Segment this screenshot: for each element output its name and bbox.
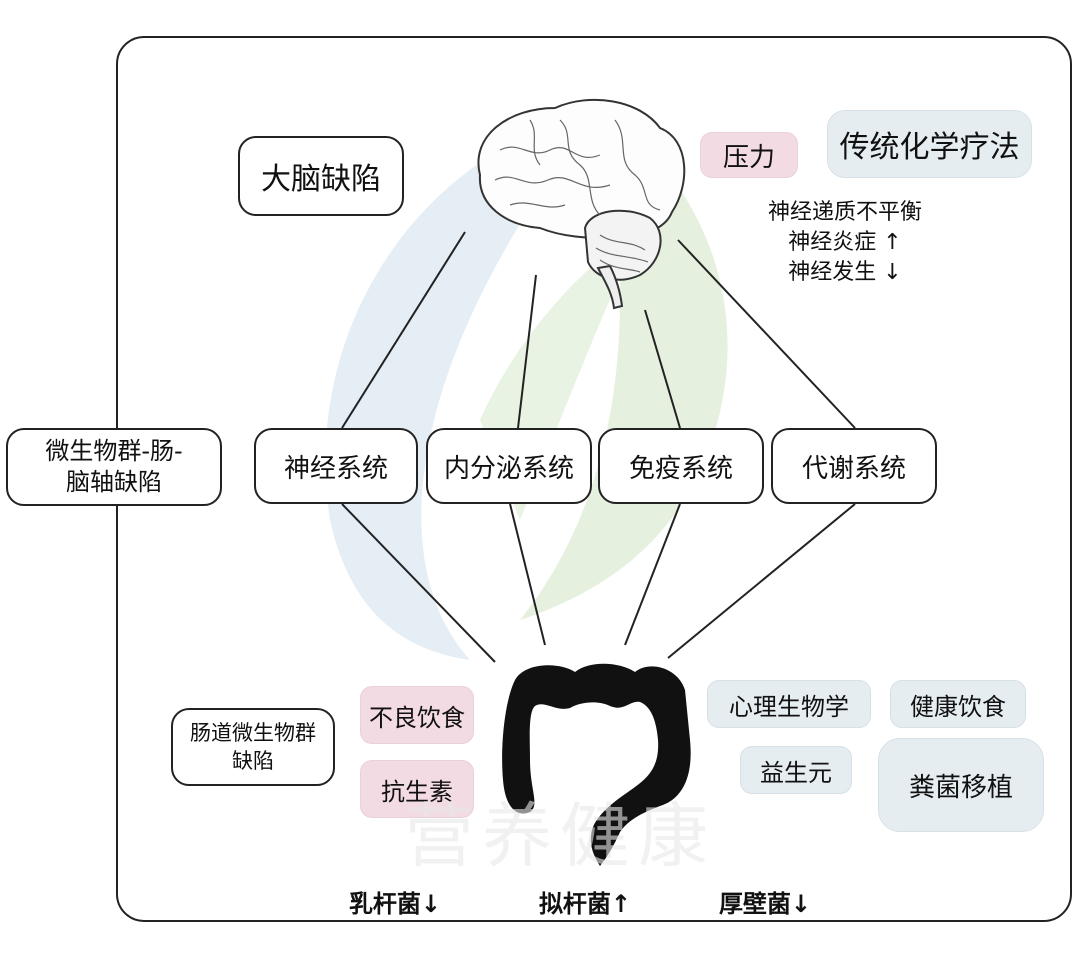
- healthy-diet-text: 健康饮食: [910, 692, 1006, 721]
- lactobacillus-label: 乳杆菌↓: [330, 884, 460, 919]
- prebiotics-text: 益生元: [760, 758, 832, 787]
- psychobiotics-tag: 心理生物学: [707, 680, 871, 728]
- healthy-diet-tag: 健康饮食: [890, 680, 1026, 728]
- brain-effect-item: 神经炎症 ↑: [788, 230, 902, 255]
- psychobiotics-text: 心理生物学: [729, 692, 849, 721]
- nervous-system-text: 神经系统: [283, 453, 388, 484]
- endocrine-system-box: 内分泌系统: [426, 428, 592, 504]
- immune-system-text: 免疫系统: [628, 453, 733, 484]
- chemotherapy-tag: 传统化学疗法: [827, 110, 1032, 178]
- brain-defect-label: 大脑缺陷: [238, 136, 404, 216]
- brain-defect-text: 大脑缺陷: [261, 162, 381, 197]
- metabolic-system-text: 代谢系统: [801, 453, 906, 484]
- brain-effect-item: 神经递质不平衡: [767, 200, 922, 225]
- brain-effects-list: 神经递质不平衡 神经炎症 ↑ 神经发生 ↓: [730, 198, 960, 288]
- microbiota-gut-brain-axis-defect-label: 微生物群-肠-脑轴缺陷: [6, 428, 222, 506]
- stress-tag: 压力: [700, 132, 798, 178]
- watermark-text-span: 营养健康: [404, 795, 716, 877]
- metabolic-system-box: 代谢系统: [771, 428, 937, 504]
- poor-diet-tag: 不良饮食: [360, 686, 474, 744]
- firmicutes-label: 厚壁菌↓: [700, 884, 830, 919]
- fecal-transplant-text: 粪菌移植: [908, 772, 1013, 803]
- fecal-transplant-tag: 粪菌移植: [878, 738, 1044, 832]
- antibiotics-text: 抗生素: [381, 777, 453, 806]
- watermark-text: 营养健康: [250, 780, 870, 881]
- endocrine-system-text: 内分泌系统: [443, 453, 574, 484]
- lactobacillus-text: 乳杆菌↓: [348, 890, 442, 918]
- axis-defect-text: 微生物群-肠-脑轴缺陷: [45, 437, 183, 496]
- antibiotics-tag: 抗生素: [360, 760, 474, 818]
- chemotherapy-text: 传统化学疗法: [839, 130, 1020, 165]
- gut-microbiota-defect-label: 肠道微生物群缺陷: [171, 708, 335, 786]
- stress-text: 压力: [722, 142, 775, 173]
- immune-system-box: 免疫系统: [598, 428, 764, 504]
- bacteroides-text: 拟杆菌↑: [538, 890, 632, 918]
- firmicutes-text: 厚壁菌↓: [718, 890, 812, 918]
- bacteroides-label: 拟杆菌↑: [520, 884, 650, 919]
- prebiotics-tag: 益生元: [740, 746, 852, 794]
- poor-diet-text: 不良饮食: [369, 703, 465, 732]
- brain-effect-item: 神经发生 ↓: [788, 260, 902, 285]
- gut-defect-text: 肠道微生物群缺陷: [190, 721, 316, 773]
- nervous-system-box: 神经系统: [254, 428, 418, 504]
